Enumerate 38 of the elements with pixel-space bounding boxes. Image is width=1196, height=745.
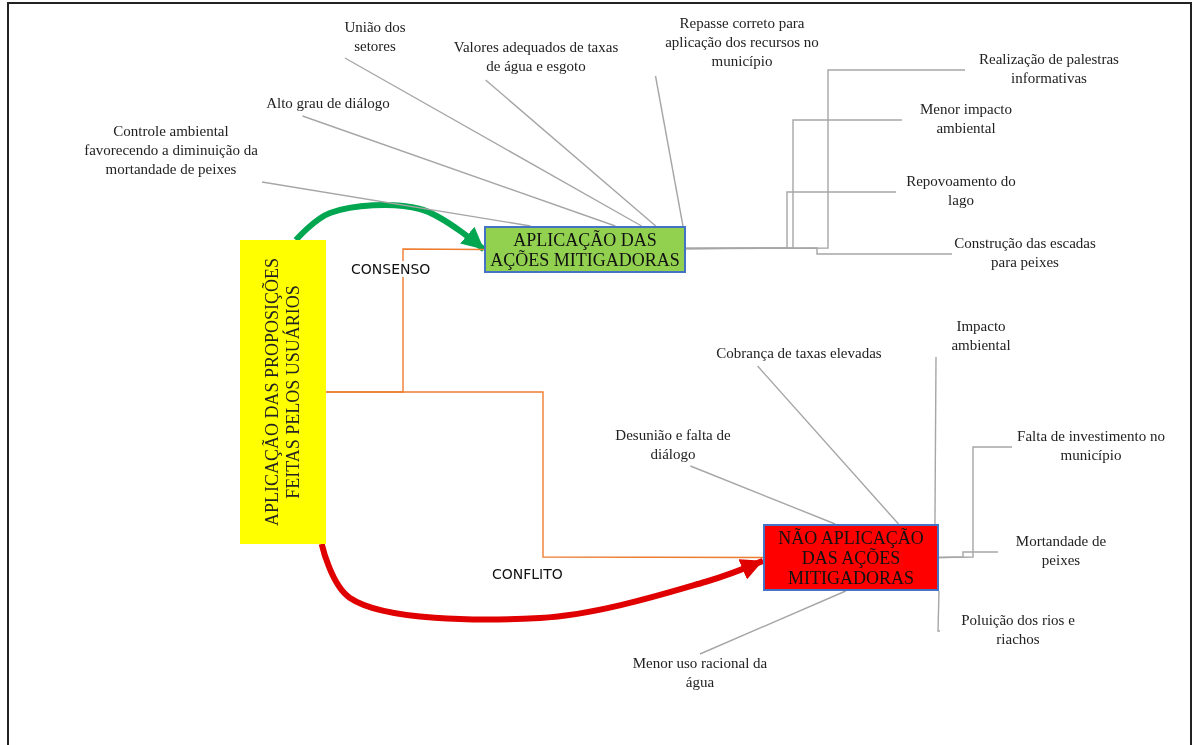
box-title: APLICAÇÃO DAS AÇÕES MITIGADORAS	[489, 229, 681, 270]
connector-line	[325, 391, 764, 559]
connector-line	[261, 181, 532, 227]
edge-label: CONFLITO	[490, 566, 565, 582]
curved-arrow	[318, 543, 765, 623]
connector-line	[685, 247, 953, 255]
connector-line	[934, 356, 937, 525]
outcome-text: Cobrança de taxas elevadas	[690, 344, 908, 366]
outcome-text: Falta de investimento no município	[1012, 427, 1170, 467]
outcome-text: União dos setores	[328, 18, 422, 58]
outcome-text: Mortandade de peixes	[998, 532, 1124, 572]
outcome-text: Construção das escadas para peixes	[952, 234, 1098, 274]
connector-line	[756, 365, 900, 525]
connector-line	[938, 551, 999, 559]
connector-line	[689, 465, 836, 525]
outcome-text: Impacto ambiental	[936, 317, 1026, 357]
edge-label: CONSENSO	[349, 261, 433, 277]
connector-line	[937, 590, 941, 632]
connector-line	[344, 57, 643, 227]
outcome-text: Realização de palestras informativas	[965, 50, 1133, 90]
outcome-text: Alto grau de diálogo	[243, 94, 413, 116]
source-box	[240, 240, 326, 544]
outcome-text: Repovoamento do lago	[896, 172, 1026, 212]
outcome-text: Menor uso racional da água	[628, 654, 772, 696]
outcome-text: Menor impacto ambiental	[902, 100, 1030, 140]
connector-line	[699, 590, 847, 655]
curved-arrow	[293, 202, 486, 252]
connector-line	[484, 79, 657, 227]
outcome-text: Repasse correto para aplicação dos recursos no município	[650, 14, 834, 76]
connector-line	[301, 115, 616, 227]
process-box	[763, 524, 939, 591]
outcome-text: Poluição dos rios e riachos	[940, 611, 1096, 651]
connector-line	[654, 75, 684, 227]
box-title: NÃO APLICAÇÃO DAS AÇÕES MITIGADORAS	[777, 527, 925, 588]
box-title: APLICAÇÃO DAS PROPOSIÇÕES FEITAS PELOS USUÁRIOS	[261, 256, 304, 529]
outcome-text: Valores adequados de taxas de água e esgoto	[452, 38, 620, 80]
outcome-text: Controle ambiental favorecendo a diminuição da mortandade de peixes	[80, 122, 262, 182]
outcome-text: Desunião e falta de diálogo	[594, 426, 752, 466]
